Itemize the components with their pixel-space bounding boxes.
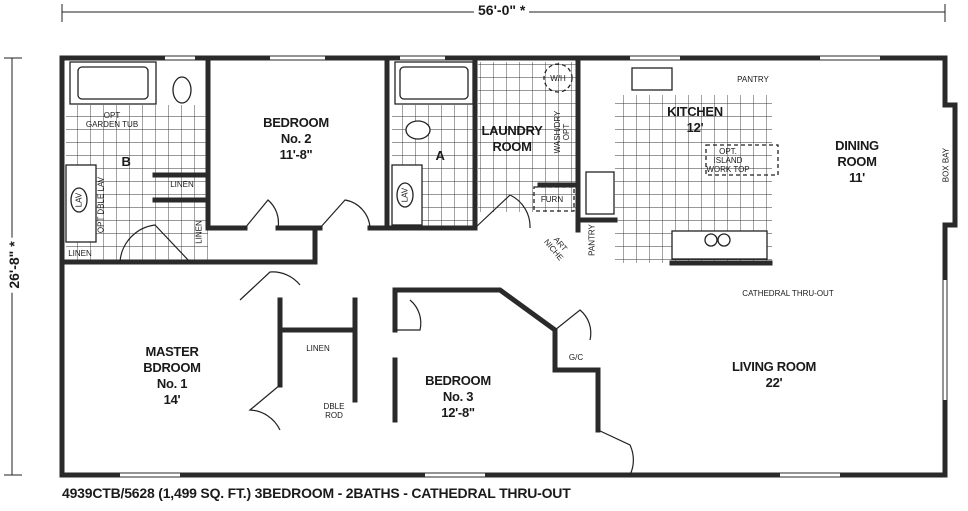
fixtures xyxy=(65,61,779,260)
cathedral-label: CATHEDRAL THRU-OUT xyxy=(742,289,834,298)
plan-caption: 4939CTB/5628 (1,499 SQ. FT.) 3BEDROOM - … xyxy=(62,485,571,501)
bath-b-label: B xyxy=(121,154,131,169)
linen-label: LINEN xyxy=(306,344,330,353)
width-dimension: 56'-0" * xyxy=(474,2,530,18)
windows xyxy=(120,56,947,477)
guest-closet-label: G/C xyxy=(568,353,584,362)
walls xyxy=(59,55,958,478)
opt-double-lav-label: OPT DBLE LAV xyxy=(96,176,106,234)
lav-label: LAV xyxy=(400,187,410,203)
water-heater-label: W/H xyxy=(550,74,566,83)
tile-floors xyxy=(66,62,772,263)
box-bay-label: BOX BAY xyxy=(941,147,951,183)
linen-label: LINEN xyxy=(194,220,204,244)
linen-label: LINEN xyxy=(170,180,194,189)
pantry-label: PANTRY xyxy=(737,75,769,84)
furnace-label: FURN xyxy=(540,195,564,204)
lav-label: LAV xyxy=(74,192,84,208)
door-swings xyxy=(119,194,634,476)
linen-label: LINEN xyxy=(68,249,92,258)
pantry-label: PANTRY xyxy=(587,224,597,256)
bath-a-label: A xyxy=(435,148,445,163)
depth-dimension: 26'-8" * xyxy=(6,237,22,293)
